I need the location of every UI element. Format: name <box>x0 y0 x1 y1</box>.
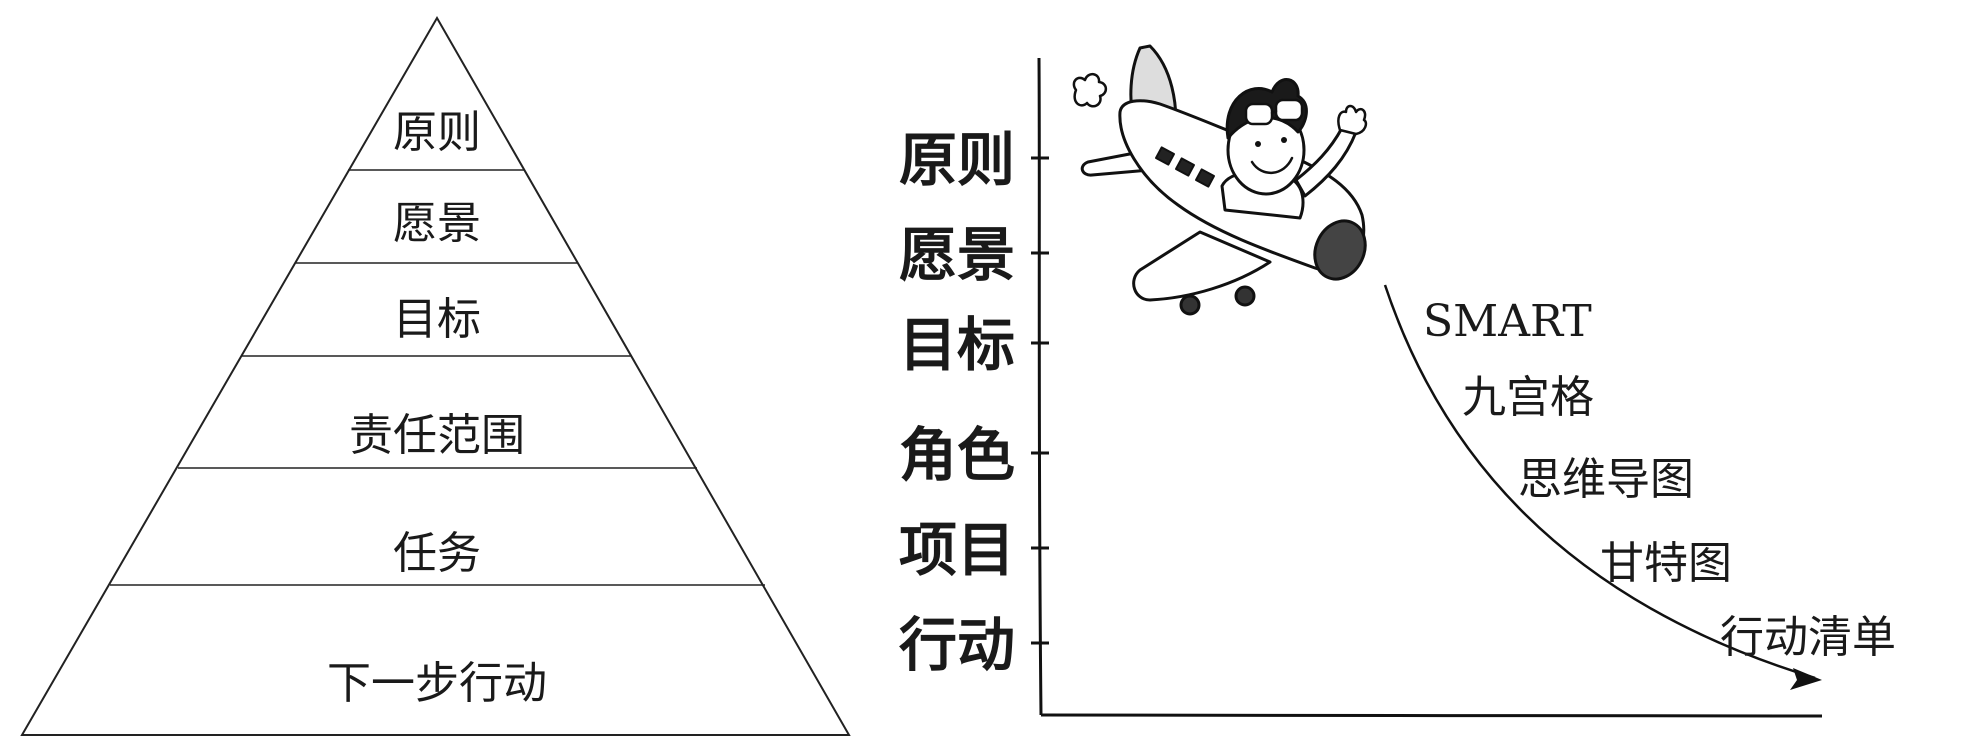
pyramid-tier-5: 任务 <box>393 528 481 579</box>
axis-level-1: 原则 <box>899 126 1015 194</box>
axis-level-2: 愿景 <box>899 221 1015 289</box>
pilot-hand-icon <box>1337 104 1368 136</box>
axis-level-5: 项目 <box>899 516 1015 584</box>
axis-level-3: 目标 <box>899 311 1015 379</box>
pyramid-tier-2: 愿景 <box>393 198 481 249</box>
curve-label-smart: SMART <box>1423 296 1592 347</box>
pilot-eye-icon <box>1281 137 1287 143</box>
pyramid-tier-6: 下一步行动 <box>327 658 547 709</box>
airplane-window-icon <box>1195 168 1215 188</box>
curve-label-nine-grid: 九宫格 <box>1462 372 1594 423</box>
pilot-smile-icon <box>1250 156 1294 174</box>
pyramid: 原则 愿景 目标 责任范围 任务 下一步行动 <box>20 15 851 736</box>
curve-label-gantt: 甘特图 <box>1600 538 1732 589</box>
curve-label-mind-map: 思维导图 <box>1518 454 1694 505</box>
airplane-window-icon <box>1175 157 1195 177</box>
pyramid-tier-1: 原则 <box>393 107 481 158</box>
descending-curve <box>1383 284 1816 680</box>
pilot-goggles-icon <box>1244 98 1304 126</box>
exhaust-puff-icon <box>1072 73 1108 108</box>
sketch-chart: 原则 愿景 目标 角色 项目 行动 SMART 九宫格 思维导图 甘特图 行动清… <box>899 44 1896 718</box>
airplane-wheel-icon <box>1179 294 1201 316</box>
x-axis <box>1040 713 1823 718</box>
y-axis <box>1037 57 1043 716</box>
airplane-main-wing-icon <box>1132 230 1272 302</box>
curve-label-action-list: 行动清单 <box>1720 612 1896 663</box>
axis-level-4: 角色 <box>899 421 1015 489</box>
pilot-in-airplane-illustration <box>1072 44 1368 316</box>
axis-level-6: 行动 <box>899 611 1015 679</box>
airplane-wheel-icon <box>1234 285 1256 307</box>
pyramid-tier-4: 责任范围 <box>349 410 525 461</box>
airplane-window-icon <box>1155 146 1175 166</box>
curve-arrowhead <box>1790 668 1822 690</box>
pyramid-tier-3: 目标 <box>393 294 481 345</box>
airplane-propeller-icon <box>1313 219 1367 281</box>
pyramid-outline <box>20 15 851 736</box>
pilot-eye-icon <box>1255 141 1261 147</box>
